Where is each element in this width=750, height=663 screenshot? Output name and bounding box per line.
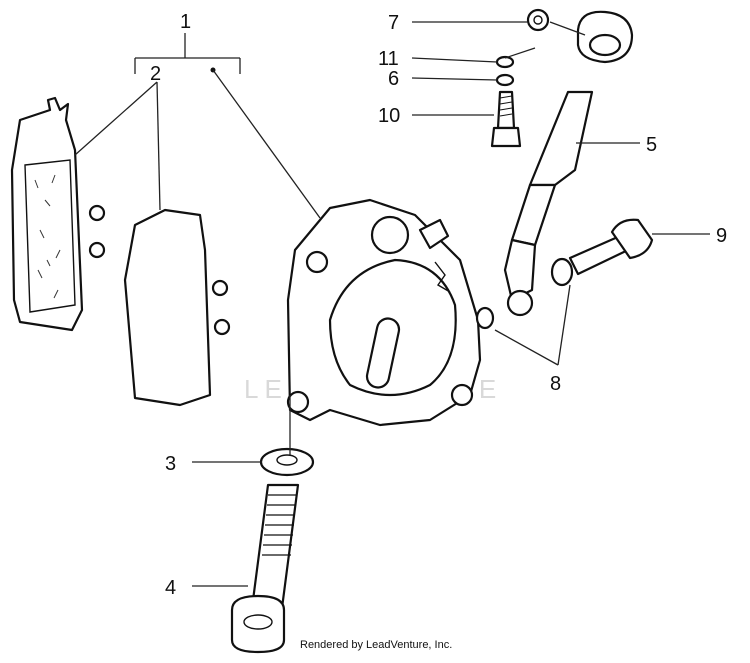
- footer-credit: Rendered by LeadVenture, Inc.: [300, 639, 452, 651]
- brake-pad-inner: [123, 208, 231, 407]
- caliper-body: [286, 198, 482, 427]
- brake-hose: [503, 90, 594, 317]
- callout-6: 6: [388, 68, 399, 90]
- callout-8: 8: [550, 373, 561, 395]
- callout-3: 3: [165, 453, 176, 475]
- callout-10: 10: [378, 105, 400, 127]
- mounting-bolt: [230, 447, 315, 654]
- callout-7: 7: [388, 12, 399, 34]
- banjo-bolt: [475, 218, 654, 330]
- leader-lines: [192, 21, 710, 587]
- callout-9: 9: [716, 225, 727, 247]
- bleeder-assembly: [490, 8, 634, 148]
- brake-pad-outer: [10, 96, 106, 332]
- callout-4: 4: [165, 577, 176, 599]
- callout-labels: 1 2 3 4 5 6 7 8 9 10 11: [150, 11, 727, 599]
- callout-2: 2: [150, 63, 161, 85]
- callout-11: 11: [378, 48, 399, 70]
- callout-5: 5: [646, 134, 657, 156]
- bracket-1-2: [134, 33, 241, 74]
- callout-1: 1: [180, 11, 191, 33]
